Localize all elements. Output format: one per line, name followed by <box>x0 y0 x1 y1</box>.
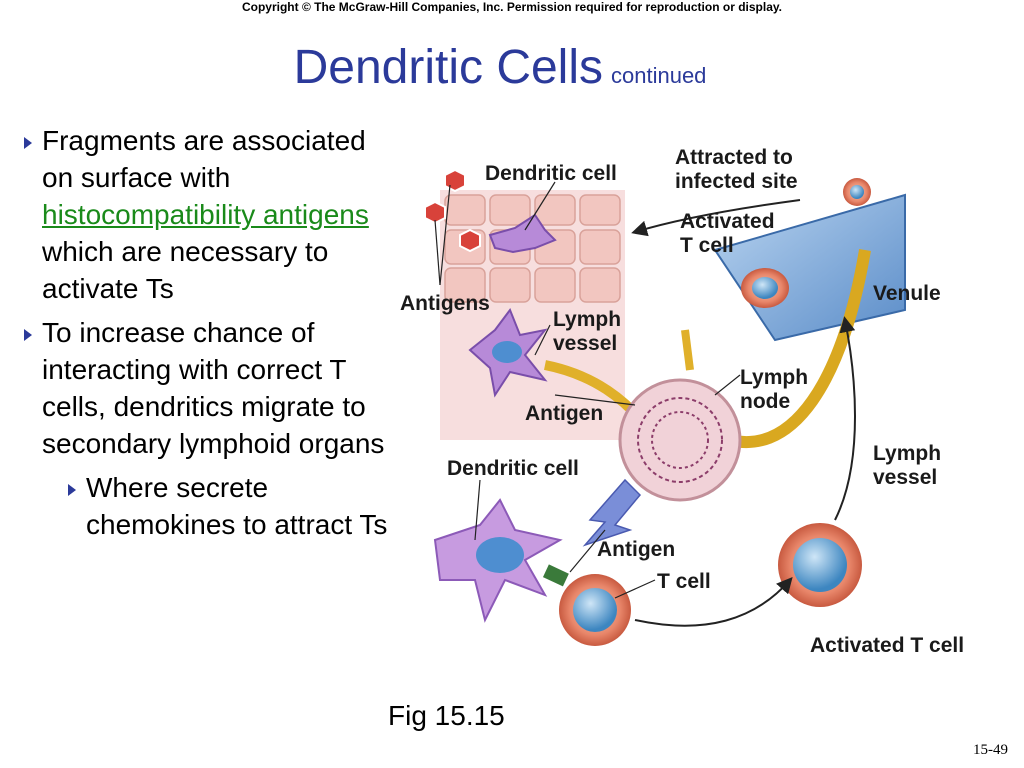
bullet-item: To increase chance of interacting with c… <box>20 314 392 462</box>
sub-bullet-text: Where secrete chemokines to attract Ts <box>86 472 388 540</box>
label-lymph-vessel-right-2: vessel <box>873 466 937 489</box>
bullet-arrow-icon <box>24 137 32 149</box>
label-attracted-1: Attracted to <box>675 146 793 169</box>
dendritic-cell-figure: Dendritic cell Attracted to infected sit… <box>395 140 1024 670</box>
label-dendritic-cell-top: Dendritic cell <box>485 162 617 185</box>
dendritic-cell-top <box>488 213 557 254</box>
label-antigen-bottom: Antigen <box>597 538 675 561</box>
label-activated-2: T cell <box>680 234 734 257</box>
t-cell <box>559 574 631 646</box>
label-lymph-vessel-right-1: Lymph <box>873 442 941 465</box>
label-lymph-vessel-top-1: Lymph <box>553 308 621 331</box>
bullet-text: To increase chance of interacting with c… <box>42 317 385 459</box>
figure-caption: Fig 15.15 <box>388 700 505 731</box>
bullet-text-post: which are necessary to activate Ts <box>42 236 329 304</box>
slide-number: 15-49 <box>973 742 1008 758</box>
bullet-arrow-icon <box>24 329 32 341</box>
activated-t-cell <box>778 523 862 607</box>
label-lymph-vessel-top-2: vessel <box>553 332 617 355</box>
bullet-item: Fragments are associated on surface with… <box>20 122 392 307</box>
migration-arrow-icon <box>582 478 642 547</box>
bullet-arrow-icon <box>68 484 76 496</box>
label-venule: Venule <box>873 282 941 305</box>
label-attracted-2: infected site <box>675 170 798 193</box>
label-lymph-node-1: Lymph <box>740 366 808 389</box>
label-activated-1: Activated <box>680 210 775 233</box>
copyright-notice: Copyright © The McGraw-Hill Companies, I… <box>241 0 783 14</box>
label-antigen-mid: Antigen <box>525 402 603 425</box>
label-antigens: Antigens <box>400 292 490 315</box>
label-activated-t-cell: Activated T cell <box>810 634 964 657</box>
slide-title: Dendritic Cells continued <box>0 40 1000 95</box>
title-suffix: continued <box>611 63 707 88</box>
lymph-node <box>618 378 742 502</box>
sub-bullet-item: Where secrete chemokines to attract Ts <box>20 469 392 543</box>
label-t-cell: T cell <box>657 570 711 593</box>
label-dendritic-cell-bottom: Dendritic cell <box>447 457 579 480</box>
bullet-text-pre: Fragments are associated on surface with <box>42 125 366 193</box>
label-lymph-node-2: node <box>740 390 790 413</box>
figure-illustration: Dendritic cell Attracted to infected sit… <box>400 146 964 657</box>
bullet-list: Fragments are associated on surface with… <box>20 122 392 543</box>
lymph-vessel-right <box>712 249 871 448</box>
title-main: Dendritic Cells <box>293 41 603 94</box>
histocompatibility-link[interactable]: histocompatibility antigens <box>42 199 369 230</box>
